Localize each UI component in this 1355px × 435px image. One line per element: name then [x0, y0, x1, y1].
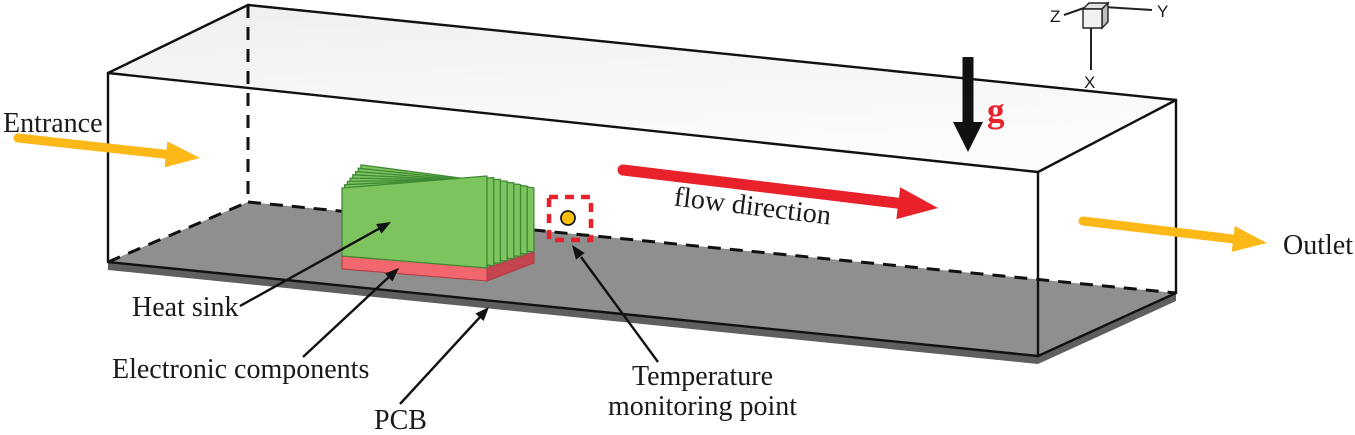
entrance-label: Entrance [3, 108, 103, 139]
edge-bottom-front [106, 260, 1040, 358]
component-base-right [486, 251, 535, 282]
pcb-right-thickness [1038, 293, 1176, 364]
edge-top-left [106, 3, 250, 75]
axis-z-label: Z [1050, 7, 1061, 26]
label-arrows [239, 222, 659, 405]
pcb-arrowhead [475, 307, 489, 321]
heat-sink-label: Heat sink [132, 292, 239, 323]
temp-monitor-arrow [580, 256, 659, 363]
channel-top-face [108, 5, 1176, 172]
outlet-label: Outlet [1283, 230, 1353, 261]
flow-direction-arrow [617, 164, 938, 220]
electronic-components-arrowhead [385, 268, 399, 282]
cube-front-face [1082, 8, 1103, 29]
entrance-arrow [13, 133, 200, 168]
edge-top-right [1036, 98, 1178, 174]
heat-sink-arrow [239, 225, 383, 308]
electronic-components-arrow [302, 275, 391, 358]
temperature-monitoring-label-line1: Temperature [631, 361, 774, 392]
entrance-arrow-shaft [13, 133, 173, 159]
pcb-arrow [399, 315, 482, 405]
temperature-monitor [546, 194, 594, 243]
temperature-monitoring-label: Temperature monitoring point [565, 362, 840, 421]
edge-top-front [106, 71, 1040, 174]
temperature-monitoring-label-line2: monitoring point [608, 390, 797, 422]
edge-bottom-left [107, 200, 249, 264]
flow-arrowhead [896, 187, 938, 220]
gravity-label: g [987, 91, 1005, 130]
gravity-arrow [953, 57, 983, 152]
axis-z-line [1063, 7, 1085, 16]
temp-monitor-dashed-box [546, 194, 594, 243]
axis-x-label: X [1084, 73, 1096, 92]
entrance-arrowhead [164, 141, 200, 168]
electronic-component-base [341, 251, 535, 282]
channel-solid-edges [106, 3, 1178, 358]
temp-monitor-arrowhead [572, 245, 585, 260]
heat-sink-arrowhead [376, 222, 391, 234]
heat-sink-fin [341, 175, 488, 269]
edge-top-back [246, 3, 1178, 102]
pcb-label: PCB [374, 405, 427, 435]
electronic-components-label: Electronic components [112, 354, 370, 385]
axis-y-line [1103, 6, 1153, 11]
pcb-front-thickness [108, 262, 1038, 364]
outlet-arrow-shaft [1078, 216, 1240, 244]
axes-origin-cube [1081, 1, 1110, 30]
outlet-arrow [1078, 216, 1267, 252]
outlet-arrowhead [1231, 226, 1267, 252]
temp-monitor-dot [560, 210, 576, 226]
edge-bottom-right [1036, 291, 1178, 358]
coordinate-axes [1063, 1, 1153, 70]
gravity-arrowhead [953, 122, 983, 152]
heat-sink [341, 164, 535, 269]
axis-y-label: Y [1157, 2, 1169, 21]
flow-arrow-shaft [617, 164, 906, 209]
